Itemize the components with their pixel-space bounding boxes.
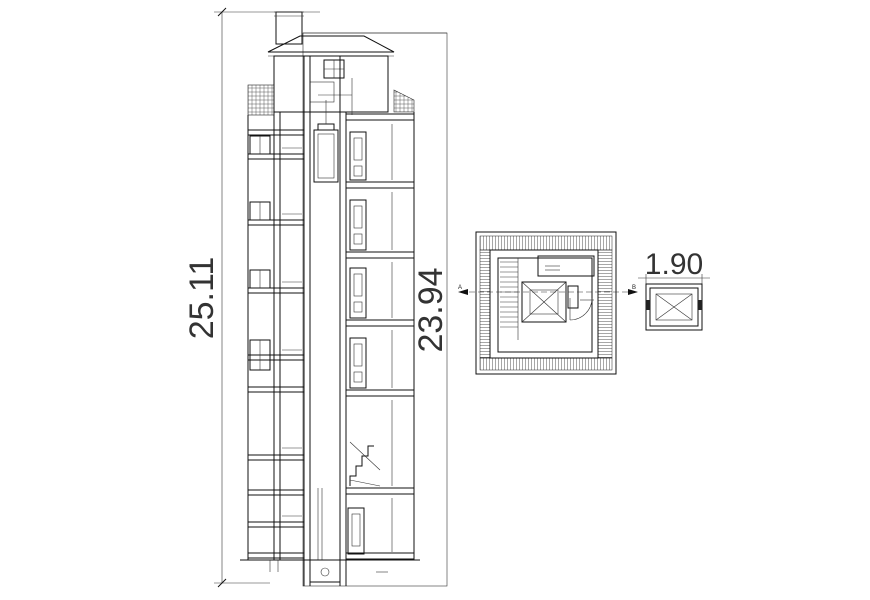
plan-stairs bbox=[500, 258, 519, 340]
total-height-label: 25.11 bbox=[183, 257, 221, 340]
section-mark-b: B bbox=[632, 285, 636, 291]
floor-slabs bbox=[247, 113, 415, 560]
cabin-width-label: 1.90 bbox=[645, 248, 703, 281]
landing-doors bbox=[347, 131, 367, 555]
left-windows bbox=[249, 135, 271, 371]
total-height-dimension: 25.11 bbox=[183, 7, 320, 588]
shaft-height-label: 23.94 bbox=[412, 267, 450, 352]
stair-section bbox=[349, 441, 381, 487]
plan-view: A B bbox=[458, 231, 640, 375]
shaft-height-dimension: 23.94 bbox=[302, 32, 450, 587]
section-elevation: 25.11 23.94 bbox=[183, 7, 450, 588]
elevator-cabin bbox=[313, 100, 339, 183]
section-mark-a: A bbox=[458, 285, 462, 291]
cabin-detail: 1.90 bbox=[638, 248, 710, 331]
